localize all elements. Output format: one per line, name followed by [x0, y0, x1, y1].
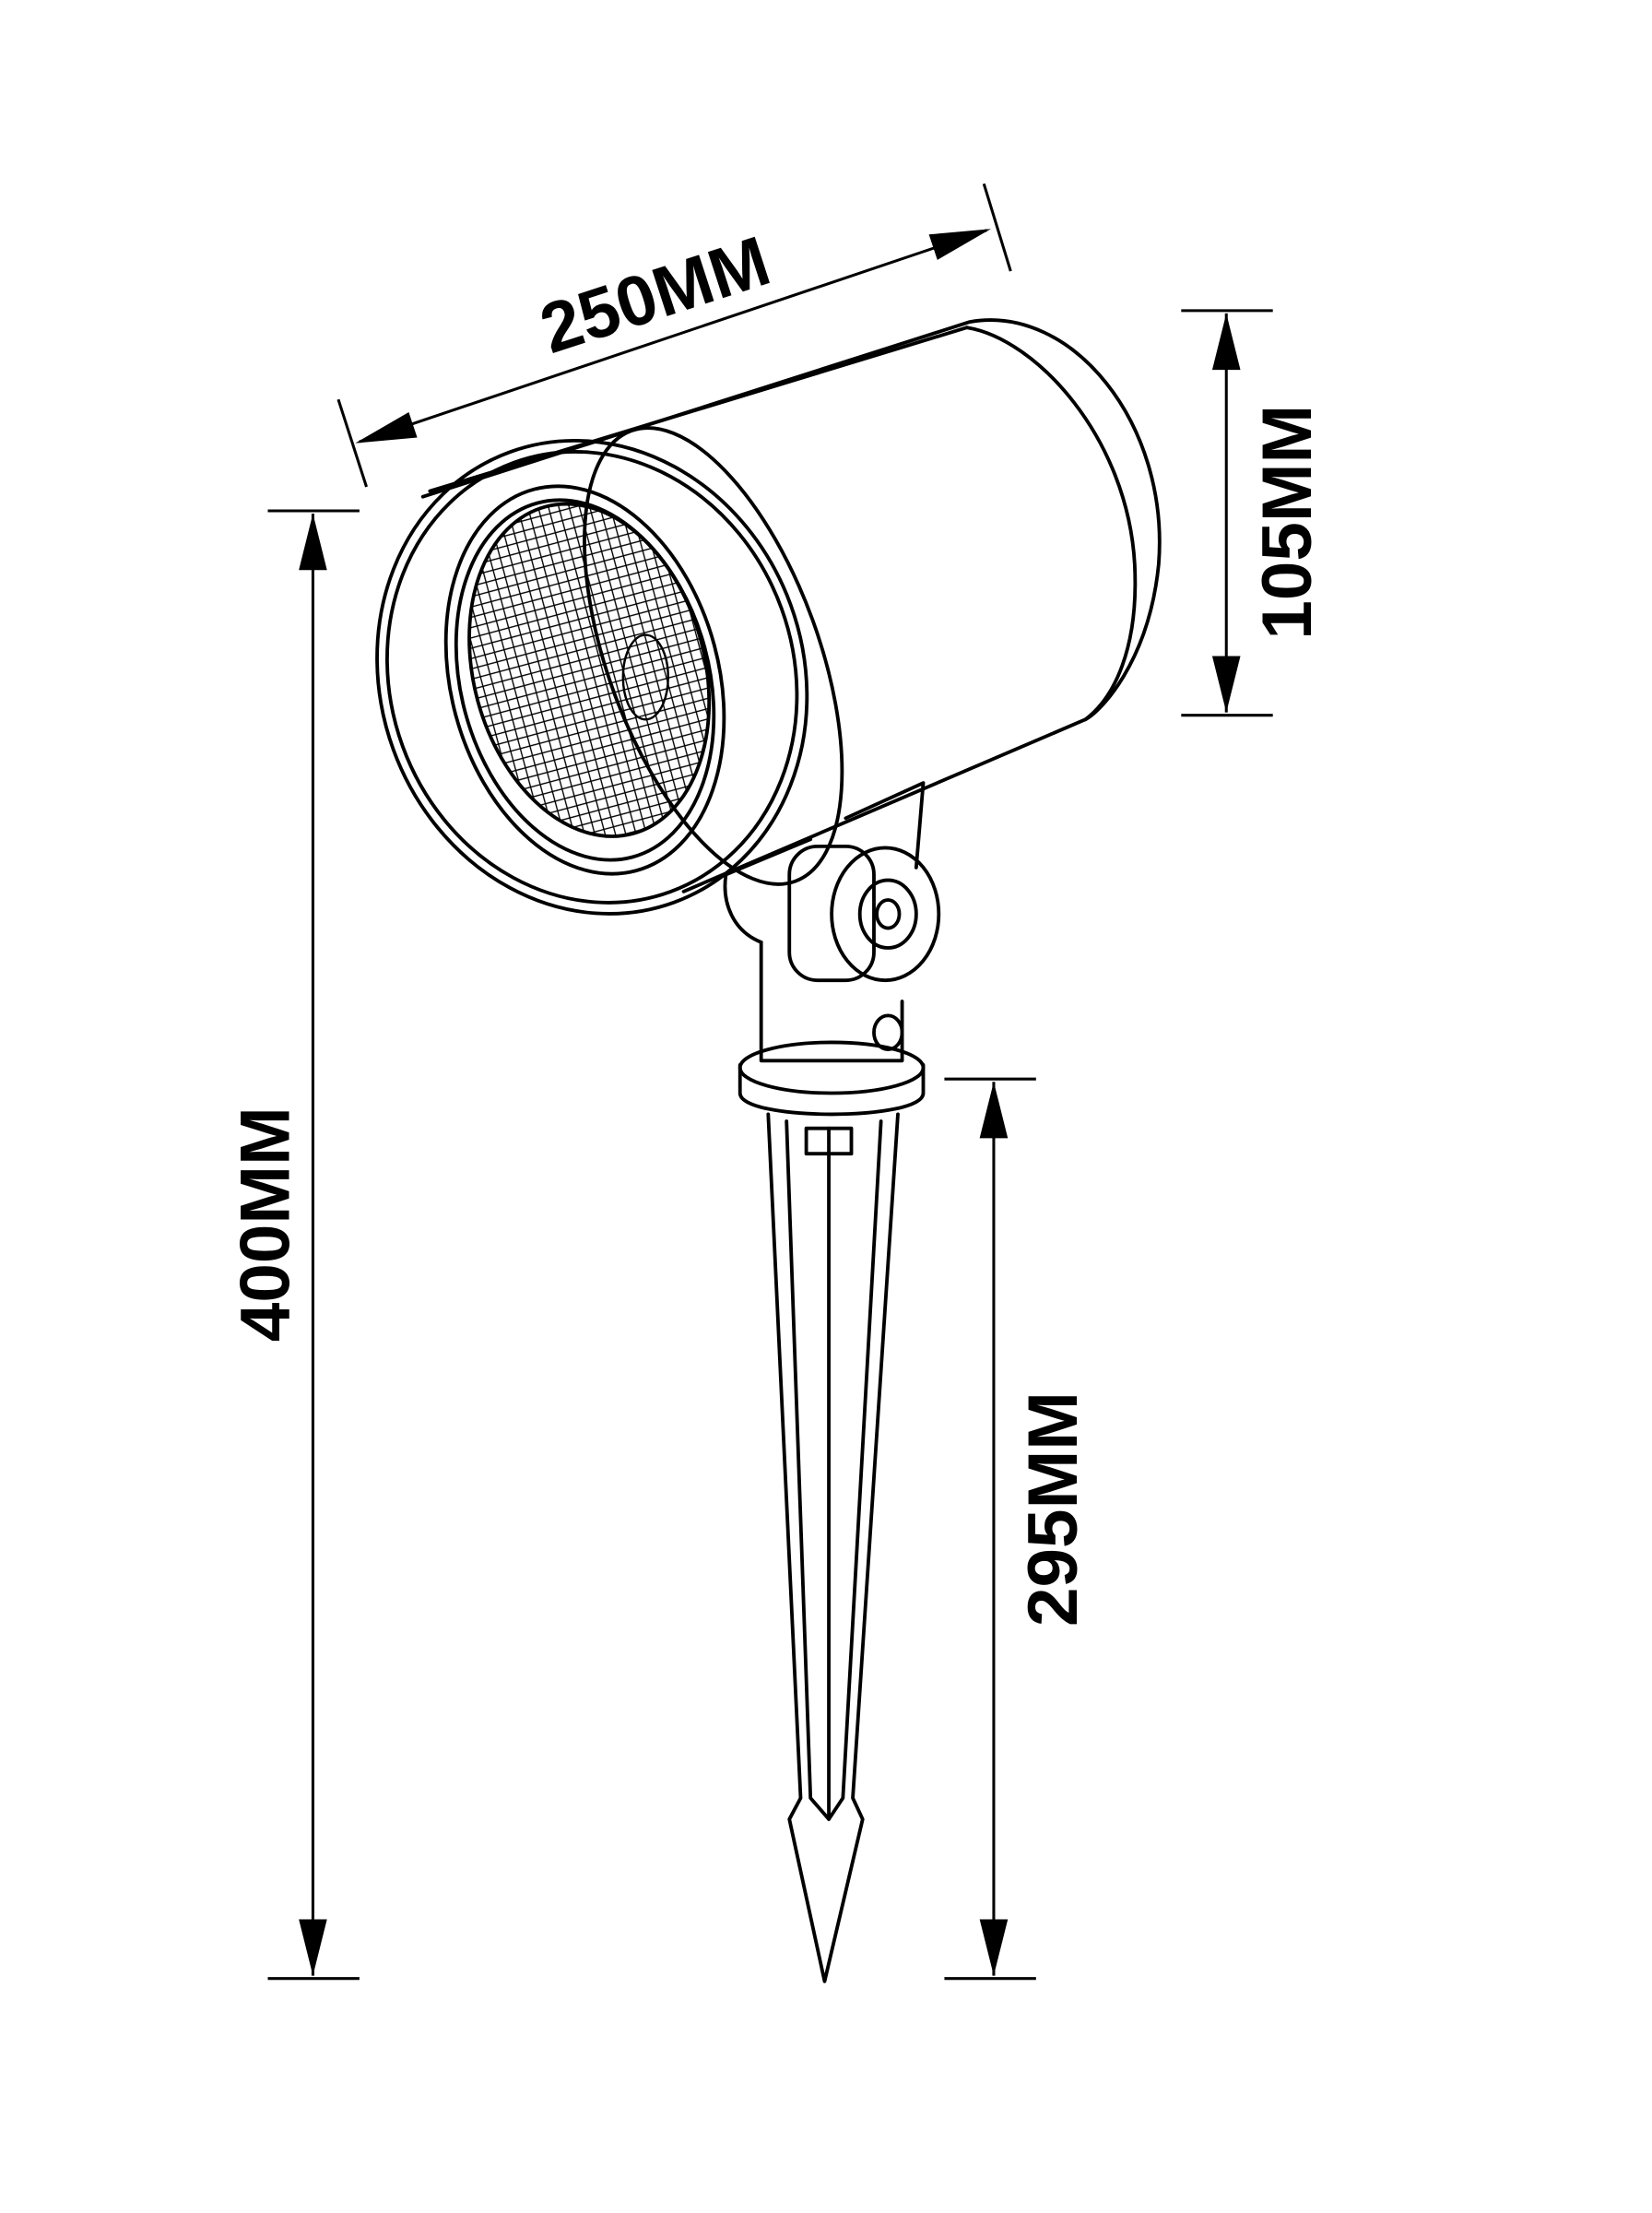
dimension-spike-length: 295MM	[944, 1077, 1092, 1981]
dimension-length: 250MM	[336, 183, 1012, 488]
mounting-bracket	[723, 781, 941, 1063]
dimension-label-total-height: 400MM	[226, 1106, 304, 1342]
led-reflector-mesh	[451, 479, 734, 864]
dimension-label-head-diameter: 105MM	[1248, 405, 1327, 640]
ground-spike	[738, 1040, 926, 1983]
dimension-head-diameter: 105MM	[1181, 309, 1327, 717]
lamp-head	[375, 318, 1162, 916]
dimension-total-height: 400MM	[226, 509, 360, 1981]
dimension-label-length: 250MM	[531, 221, 779, 369]
dimension-label-spike-length: 295MM	[1014, 1391, 1092, 1627]
